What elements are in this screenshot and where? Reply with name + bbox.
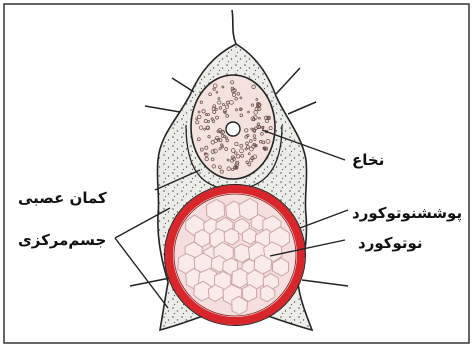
dorsal-spine	[232, 10, 236, 44]
label-centrum: جسم‌مرکزی	[18, 231, 106, 249]
notochord-cell	[232, 269, 248, 288]
label-notochord-sheath: پوششنوتوکورد	[352, 204, 462, 223]
notochord-cell	[242, 285, 256, 302]
label-neural-arch: کمان عصبی	[18, 189, 107, 207]
central-canal	[226, 122, 240, 136]
label-notochord: نوتوکورد	[358, 234, 423, 252]
label-spinal-cord: نخاع	[352, 151, 384, 169]
leader-sheath	[300, 210, 348, 228]
